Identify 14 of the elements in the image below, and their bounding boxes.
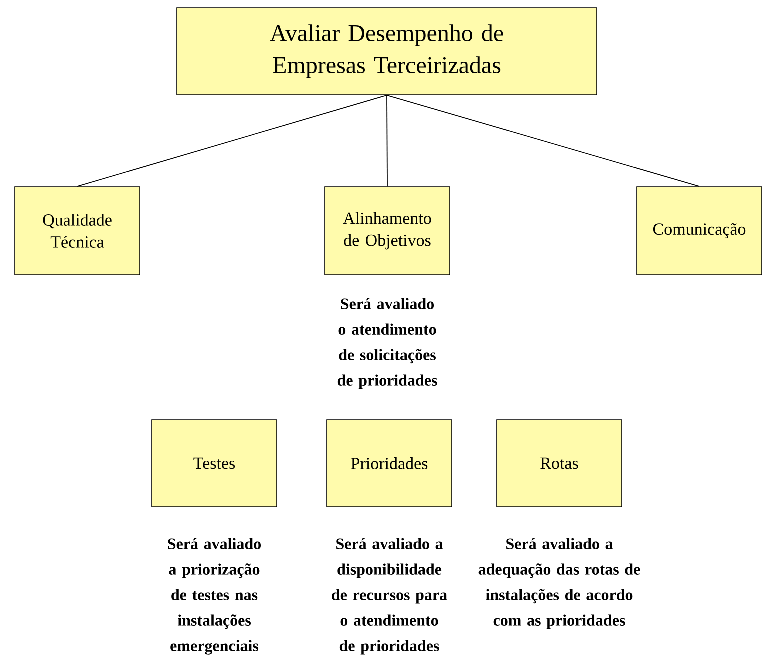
description-text: Será avaliado a adequação das rotas de instalações de acordo com as prioridades [478,538,640,630]
category-box: Prioridades [326,420,452,508]
description-text: Será avaliado a priorização de testes nas instalações emergenciais [168,538,261,655]
connector-line [386,94,700,188]
category-box: Comunicação [636,186,762,276]
category-box: Alinhamento de Objetivos [324,186,450,276]
title-box: Avaliar Desempenho de Empresas Terceirizadas [176,8,598,96]
description-text: Será avaliado o atendimento de solicitações de prioridades [338,298,438,390]
connector-line [77,94,388,188]
category-box: Qualidade Técnica [14,186,140,276]
connector-line [386,94,388,188]
description-text: Será avaliado a disponibilidade de recursos para o atendimento de prioridades [332,538,448,655]
category-box: Rotas [496,420,622,508]
category-box: Testes [152,420,278,508]
